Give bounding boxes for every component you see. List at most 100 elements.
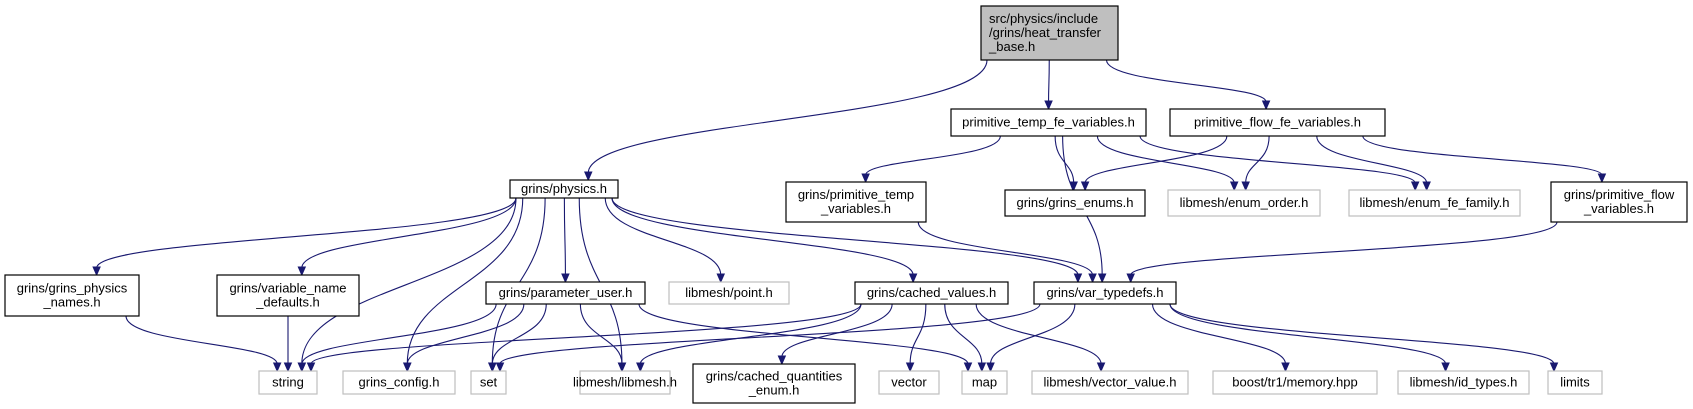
node-box bbox=[579, 370, 671, 395]
arrowhead-map bbox=[977, 362, 987, 373]
edge-physics-to-point bbox=[604, 197, 722, 276]
edge-pffv-to-enum_fe_family bbox=[1316, 135, 1428, 184]
node-box bbox=[1031, 370, 1189, 395]
node-cqe[interactable]: grins/cached_quantities_enum.h bbox=[692, 363, 856, 404]
edge-ptfv-to-enum_order bbox=[1096, 135, 1235, 184]
node-label: grins/cached_quantities bbox=[706, 369, 843, 384]
node-box bbox=[1547, 370, 1603, 395]
node-label: _variables.h bbox=[1583, 201, 1654, 216]
node-label: grins/primitive_temp bbox=[798, 187, 914, 202]
node-box bbox=[980, 5, 1119, 61]
node-box bbox=[785, 181, 927, 223]
node-box bbox=[1397, 370, 1530, 395]
node-box bbox=[878, 370, 940, 395]
arrowhead-grins_config bbox=[403, 362, 412, 373]
node-physics[interactable]: grins/physics.h bbox=[509, 179, 619, 199]
arrowhead-enums bbox=[1080, 181, 1090, 192]
edge-physics-to-var_typedefs bbox=[611, 197, 1079, 276]
edge-physics-to-gpn bbox=[96, 197, 517, 269]
node-box bbox=[854, 281, 1009, 305]
node-set: set bbox=[470, 370, 507, 395]
edge-physics-to-grins_config bbox=[406, 197, 524, 365]
node-box bbox=[692, 363, 856, 404]
arrowhead-pfv bbox=[1597, 173, 1607, 184]
nodes-layer: src/physics/include/grins/heat_transfer _… bbox=[4, 5, 1688, 404]
edge-var_typedefs-to-set bbox=[499, 303, 1041, 365]
node-vector: vector bbox=[878, 370, 940, 395]
edge-root-to-pffv bbox=[1105, 59, 1267, 103]
edge-var_typedefs-to-limits bbox=[1169, 303, 1555, 365]
edge-ptfv-to-ptv bbox=[865, 135, 1001, 176]
node-box bbox=[485, 281, 646, 305]
node-label: src/physics/include bbox=[989, 11, 1098, 26]
edge-root-to-physics bbox=[587, 59, 988, 174]
arrowhead-libmesh bbox=[617, 362, 627, 373]
edge-physics-to-string bbox=[301, 197, 517, 365]
node-enums[interactable]: grins/grins_enums.h bbox=[1004, 189, 1146, 217]
arrowhead-vnd bbox=[297, 266, 307, 277]
node-gpn[interactable]: grins/grins_physics_names.h bbox=[4, 274, 140, 317]
edge-param_user-to-grins_config bbox=[406, 303, 525, 365]
arrowhead-cached_values bbox=[908, 273, 918, 284]
node-ptfv[interactable]: primitive_temp_fe_variables.h bbox=[950, 108, 1147, 137]
node-cached-values[interactable]: grins/cached_values.h bbox=[854, 281, 1009, 305]
node-label: grins/parameter_user.h bbox=[499, 285, 633, 300]
node-box bbox=[342, 370, 456, 395]
node-label: /grins/heat_transfer bbox=[989, 25, 1102, 40]
node-label: map bbox=[972, 375, 997, 390]
edge-cached_values-to-vector bbox=[909, 303, 927, 365]
edge-physics-to-param_user bbox=[563, 197, 566, 276]
node-box bbox=[258, 370, 318, 395]
arrowhead-enum_order bbox=[1229, 181, 1239, 192]
edge-cached_values-to-map bbox=[944, 303, 983, 365]
node-point: libmesh/point.h bbox=[668, 281, 790, 305]
edge-var_typedefs-to-map bbox=[989, 303, 1076, 365]
edge-param_user-to-set bbox=[491, 303, 547, 365]
node-box bbox=[4, 274, 140, 317]
node-label: grins/cached_values.h bbox=[867, 285, 996, 300]
arrowhead-point bbox=[716, 273, 726, 284]
node-label: grins/var_typedefs.h bbox=[1046, 285, 1163, 300]
arrowhead-memory bbox=[1281, 362, 1290, 373]
node-ptv[interactable]: grins/primitive_temp_variables.h bbox=[785, 181, 927, 223]
edge-param_user-to-map bbox=[638, 303, 969, 365]
edge-root-to-ptfv bbox=[1048, 59, 1050, 103]
arrowhead-var_typedefs bbox=[1073, 273, 1083, 284]
node-libmesh: libmesh/libmesh.h bbox=[573, 370, 677, 395]
arrowhead-enum_fe_family bbox=[1422, 181, 1431, 192]
node-label: libmesh/vector_value.h bbox=[1044, 375, 1177, 390]
node-box bbox=[1033, 281, 1177, 305]
node-var-typedefs[interactable]: grins/var_typedefs.h bbox=[1033, 281, 1177, 305]
node-label: grins/variable_name bbox=[229, 281, 346, 296]
node-box bbox=[1348, 189, 1521, 217]
node-box bbox=[1004, 189, 1146, 217]
arrowhead-gpn bbox=[92, 266, 101, 277]
arrowhead-ptv bbox=[861, 173, 870, 184]
edge-gpn-to-string bbox=[125, 315, 278, 365]
arrowhead-string bbox=[272, 362, 282, 373]
node-pffv[interactable]: primitive_flow_fe_variables.h bbox=[1169, 108, 1386, 137]
edge-cached_values-to-vector_value bbox=[975, 303, 1102, 365]
node-label: string bbox=[272, 375, 304, 390]
node-label: grins_config.h bbox=[359, 375, 440, 390]
edge-pffv-to-enums bbox=[1084, 135, 1228, 184]
node-label: libmesh/enum_order.h bbox=[1180, 195, 1309, 210]
node-box bbox=[1169, 108, 1386, 137]
node-enum-order: libmesh/enum_order.h bbox=[1167, 189, 1321, 217]
node-label: grins/physics.h bbox=[521, 181, 607, 196]
node-label: grins/primitive_flow bbox=[1564, 187, 1675, 202]
edge-physics-to-vnd bbox=[301, 197, 517, 269]
edge-var_typedefs-to-memory bbox=[1151, 303, 1287, 365]
node-label: libmesh/id_types.h bbox=[1410, 375, 1518, 390]
node-param-user[interactable]: grins/parameter_user.h bbox=[485, 281, 646, 305]
arrowhead-vector bbox=[905, 362, 915, 373]
node-label: limits bbox=[1560, 375, 1590, 390]
node-label: libmesh/point.h bbox=[685, 285, 772, 300]
edge-physics-to-libmesh bbox=[578, 197, 623, 365]
node-root[interactable]: src/physics/include/grins/heat_transfer_… bbox=[980, 5, 1119, 61]
node-pfv[interactable]: grins/primitive_flow_variables.h bbox=[1550, 181, 1688, 223]
edge-param_user-to-string bbox=[301, 303, 497, 365]
edge-ptfv-to-enum_fe_family bbox=[1139, 135, 1416, 184]
edge-param_user-to-libmesh bbox=[579, 303, 623, 365]
node-vnd[interactable]: grins/variable_name_defaults.h bbox=[216, 274, 360, 317]
